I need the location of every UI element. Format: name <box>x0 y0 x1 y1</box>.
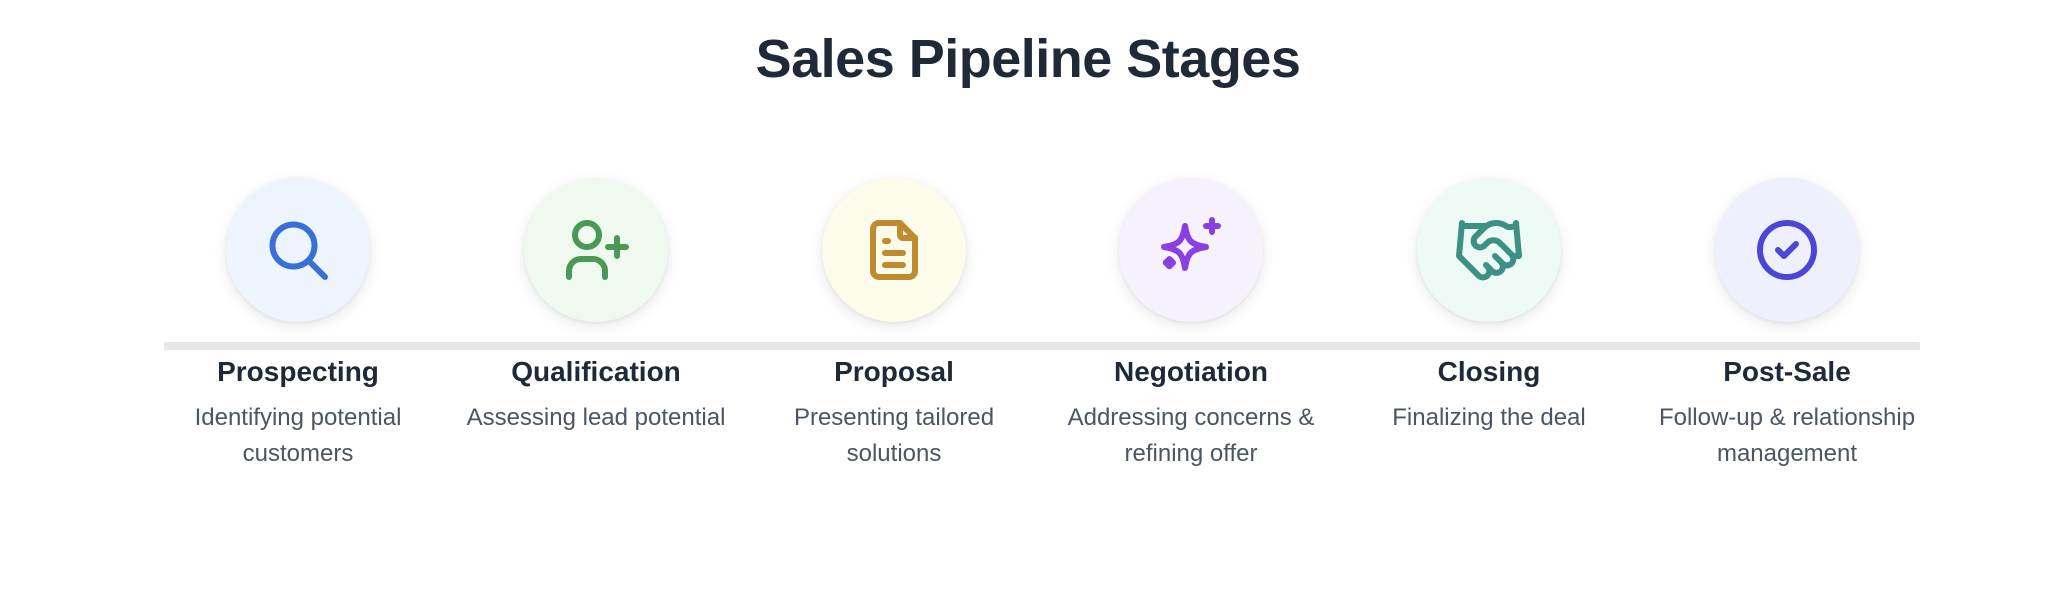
stage-name: Prospecting <box>217 356 379 387</box>
stage-qualification: Qualification Assessing lead potential <box>461 178 731 436</box>
stage-name: Negotiation <box>1114 356 1268 387</box>
stage-icon-circle <box>524 178 668 322</box>
stage-description: Follow-up & relationship management <box>1658 404 1916 467</box>
stage-description: Addressing concerns & refining offer <box>1067 404 1315 467</box>
stage-proposal: Proposal Presenting tailored solutions <box>759 178 1029 472</box>
stage-icon-circle <box>1417 178 1561 322</box>
stage-icon-circle <box>822 178 966 322</box>
stage-description: Finalizing the deal <box>1392 404 1586 431</box>
check-circle-icon <box>1757 220 1817 280</box>
stage-description: Assessing lead potential <box>466 404 726 431</box>
stage-icon-circle <box>1119 178 1263 322</box>
user-plus-icon <box>566 220 629 280</box>
document-icon <box>870 220 918 280</box>
stage-name: Post-Sale <box>1723 356 1851 387</box>
stage-name: Proposal <box>834 356 954 387</box>
stage-description: Presenting tailored solutions <box>793 404 995 467</box>
stage-name: Closing <box>1437 356 1541 387</box>
handshake-icon <box>1456 220 1522 281</box>
stage-name: Qualification <box>511 356 681 387</box>
sparkle-icon <box>1161 217 1221 271</box>
stage-post-sale: Post-Sale Follow-up & relationship manag… <box>1652 178 1922 472</box>
stage-description: Identifying potential customers <box>194 404 402 467</box>
search-icon <box>269 221 328 280</box>
timeline-line <box>164 342 1920 350</box>
stage-icon-circle <box>1715 178 1859 322</box>
stage-closing: Closing Finalizing the deal <box>1354 178 1624 436</box>
stage-icon-circle <box>226 178 370 322</box>
page-title: Sales Pipeline Stages <box>755 29 1301 89</box>
stage-negotiation: Negotiation Addressing concerns & refini… <box>1056 178 1326 472</box>
stage-prospecting: Prospecting Identifying potential custom… <box>163 178 433 472</box>
